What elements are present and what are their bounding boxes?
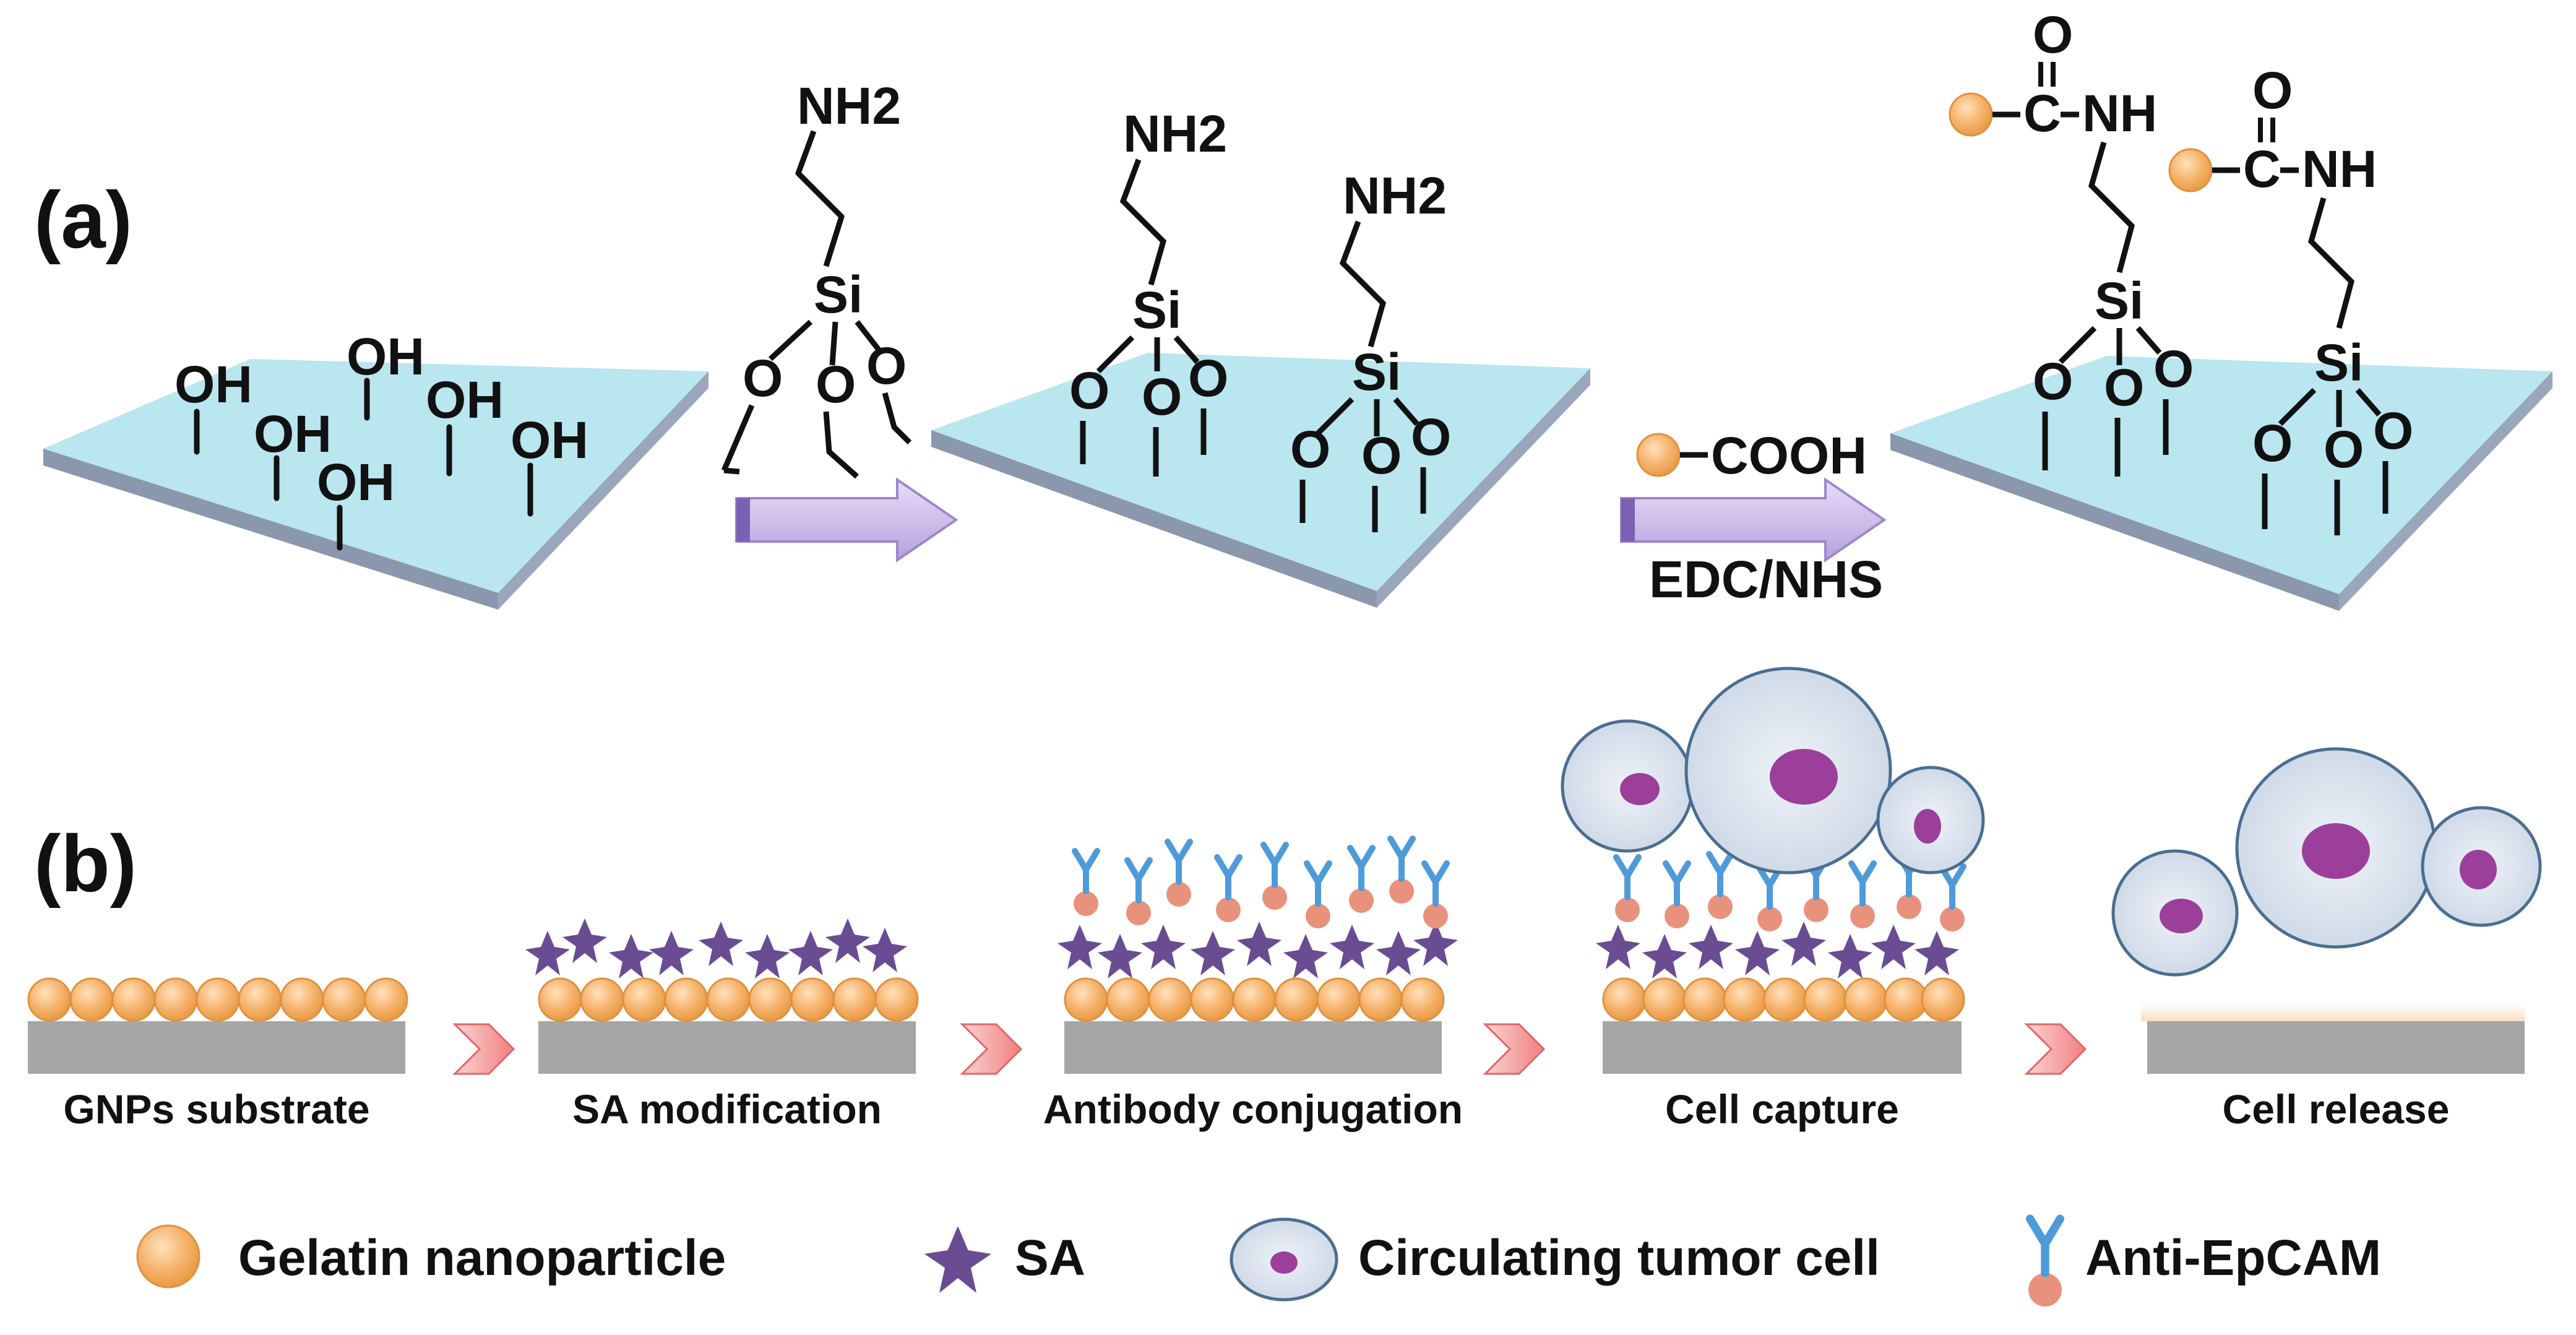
svg-text:O: O [2373,402,2413,460]
svg-text:NH: NH [2082,84,2157,142]
svg-text:Si: Si [2314,334,2363,392]
panel-b-label: (b) [34,818,137,909]
svg-text:OH: OH [254,405,332,463]
slab-3 [1890,356,2552,611]
svg-text:O: O [1142,368,1182,426]
step-label-5: Cell release [2223,1086,2450,1132]
amide-molecule-2: O C NH Si O O O [2168,61,2413,535]
svg-text:O: O [2153,340,2194,398]
legend-nanoparticle-label: Gelatin nanoparticle [238,1230,726,1286]
svg-text:O: O [2104,358,2144,417]
hydroxyl-labels: OH OH OH OH OH OH [174,327,588,511]
svg-text:OH: OH [174,355,252,413]
svg-text:O: O [816,355,856,413]
step-label-3: Antibody conjugation [1043,1086,1463,1132]
captured-cells [1561,667,1985,875]
svg-text:O: O [866,337,907,395]
legend-cell-icon [1230,1217,1338,1302]
hydroxyl-groups [194,378,533,551]
svg-text:O: O [2252,414,2293,472]
svg-text:O: O [1290,420,1330,478]
stage-gnps-substrate [27,977,408,1074]
grafted-aptes-2: NH2 Si O O O [1290,166,1451,532]
step-label-2: SA modification [572,1086,882,1132]
svg-text:O: O [743,349,783,407]
slab-2 [931,353,1590,608]
svg-text:NH: NH [2302,140,2377,198]
legend: Gelatin nanoparticle SA Circulating tumo… [136,1214,2381,1307]
svg-text:C: C [2243,140,2281,198]
reagent-cooh: COOH [1636,426,1867,485]
svg-text:O: O [1188,349,1228,407]
svg-text:C: C [2023,84,2061,142]
svg-text:COOH: COOH [1711,426,1867,485]
svg-text:Si: Si [814,266,863,324]
step-label-4: Cell capture [1665,1086,1899,1132]
arrow-2 [1620,477,1887,563]
svg-text:OH: OH [317,453,395,511]
svg-text:O: O [2033,6,2073,64]
chevron-2 [960,1023,1023,1075]
legend-antibody-label: Anti-EpCAM [2085,1230,2381,1286]
svg-text:OH: OH [347,327,424,386]
legend-sa-star-icon [924,1226,991,1293]
svg-text:O: O [1069,361,1109,420]
svg-text:OH: OH [510,411,588,469]
stage-cell-release [2111,747,2542,1074]
aptes-molecule: NH2 Si O O O [721,77,912,479]
svg-text:NH2: NH2 [1343,166,1447,225]
svg-text:Si: Si [2095,272,2143,330]
amide-molecule-1: O C NH Si O O O [1949,6,2194,477]
grafted-aptes-1: NH2 Si O O O [1069,105,1228,477]
chevron-4 [2024,1023,2087,1075]
legend-nanoparticle-icon [136,1224,200,1289]
arrow-1 [735,477,958,563]
panel-a-label: (a) [34,175,132,265]
slab-1 [43,359,709,610]
svg-text:NH2: NH2 [1123,105,1227,163]
stage-antibody-conjugation [1058,839,1458,1074]
chevron-1 [452,1023,515,1075]
legend-antibody-icon [2025,1214,2065,1307]
svg-text:O: O [1361,426,1402,485]
svg-text:NH2: NH2 [797,77,901,135]
svg-text:O: O [2324,420,2364,478]
reagent-edc-nhs: EDC/NHS [1649,550,1883,608]
legend-cell-label: Circulating tumor cell [1358,1230,1880,1286]
step-label-1: GNPs substrate [63,1086,369,1132]
svg-text:Si: Si [1132,281,1181,339]
stage-cell-capture [1561,667,1985,1074]
stage-sa-modification [525,918,919,1074]
svg-text:OH: OH [426,371,504,429]
chevron-3 [1483,1023,1546,1075]
svg-text:O: O [2033,352,2073,410]
svg-text:O: O [2252,61,2293,119]
svg-text:Si: Si [1352,343,1401,401]
step-labels: GNPs substrate SA modification Antibody … [63,1086,2449,1132]
legend-sa-label: SA [1015,1230,1085,1286]
svg-text:O: O [1411,408,1451,466]
